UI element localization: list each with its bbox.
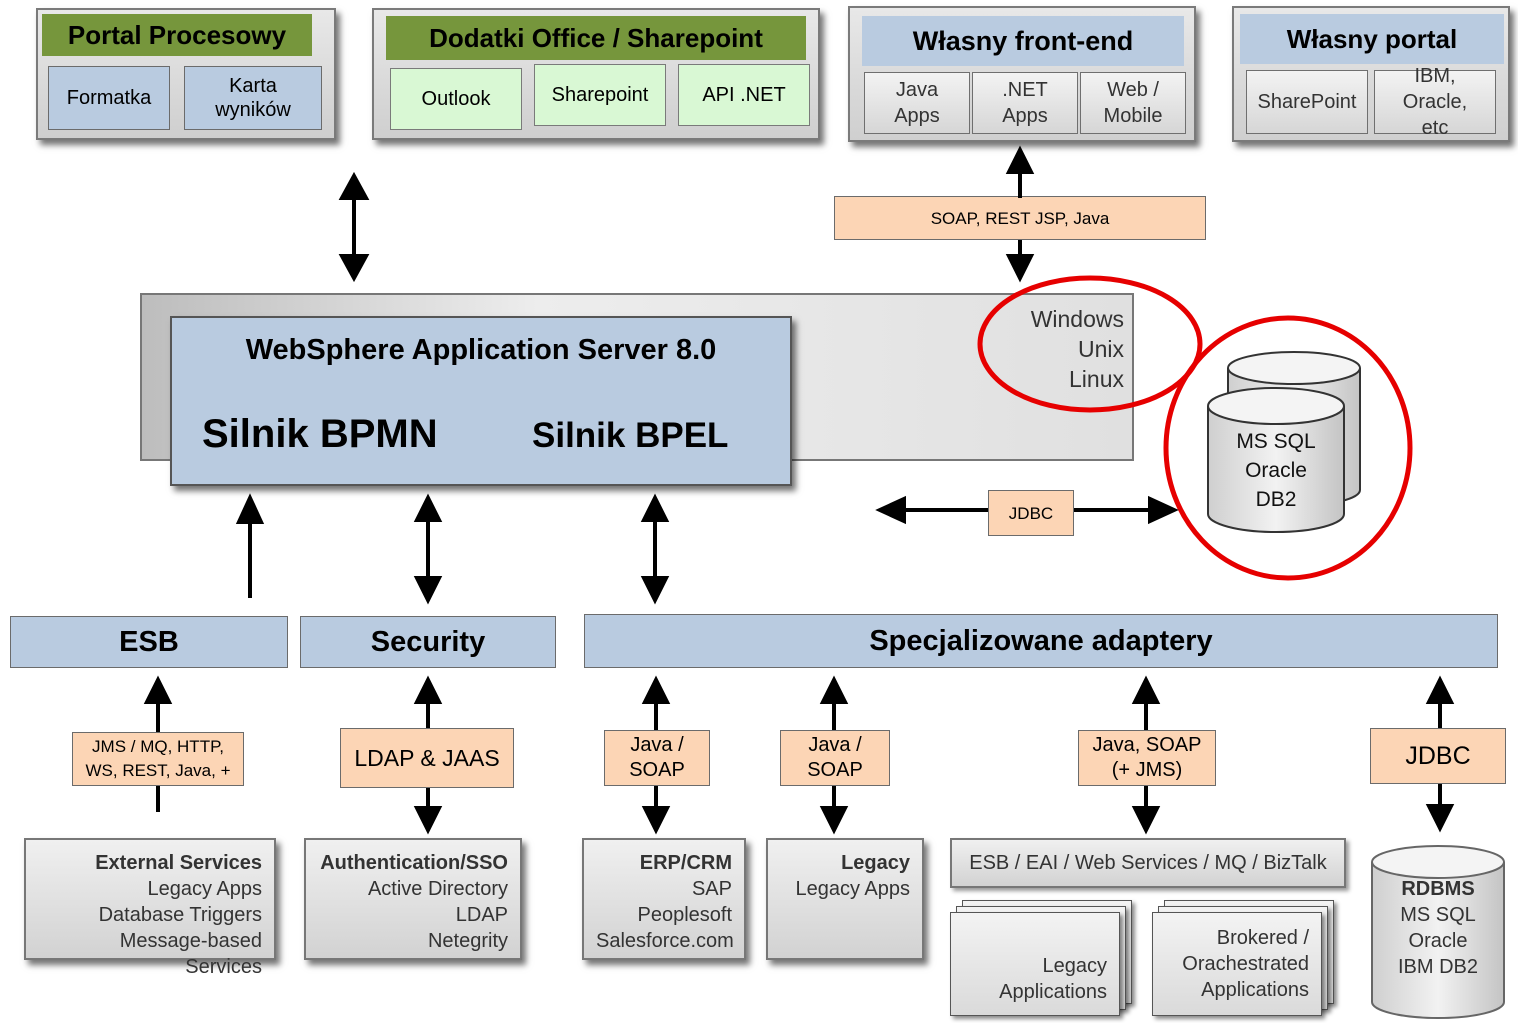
os-linux: Linux [1069,366,1124,392]
sharepoint-portal-box: SharePoint [1246,70,1368,134]
erp-crm-box: ERP/CRM SAP Peoplesoft Salesforce.com [582,838,746,960]
legacy-box: Legacy Legacy Apps [766,838,924,960]
portal-procesowy-title: Portal Procesowy [42,14,312,56]
wlasny-frontend-panel: Własny front-end Java Apps .NET Apps Web… [848,6,1196,142]
rdbms-line-1: MS SQL [1400,904,1476,926]
esb-bar: ESB [10,616,288,668]
auth-line-3: Netegrity [427,930,508,952]
jdbc-bottom: JDBC [1370,728,1506,784]
legacy-apps-stack-front: Legacy Applications [950,912,1120,1016]
wlasny-portal-title: Własny portal [1240,14,1504,64]
frontend-protocol-box: SOAP, REST JSP, Java [834,196,1206,240]
brokered-apps-label: Brokered / Orachestrated Applications [1182,927,1309,1001]
formatka-box: Formatka [48,66,170,130]
net-apps-box: .NET Apps [972,72,1078,134]
db-db2: DB2 [1255,488,1297,511]
auth-line-1: Active Directory [367,878,508,900]
wlasny-portal-panel: Własny portal SharePoint IBM, Oracle, et… [1232,6,1510,142]
outlook-box: Outlook [390,68,522,130]
java-apps-box: Java Apps [864,72,970,134]
wlasny-frontend-title: Własny front-end [862,16,1184,66]
dodatki-office-title: Dodatki Office / Sharepoint [386,16,806,60]
java-soap-jms: Java, SOAP (+ JMS) [1078,730,1216,786]
brokered-stack-front: Brokered / Orachestrated Applications [1152,912,1322,1016]
websphere-box: WebSphere Application Server 8.0 Silnik … [170,316,792,486]
external-services-title: External Services [95,852,262,874]
esb-eai-bar: ESB / EAI / Web Services / MQ / BizTalk [950,838,1346,888]
dodatki-office-panel: Dodatki Office / Sharepoint Outlook Shar… [372,8,820,140]
java-soap-2: Java / SOAP [780,730,890,786]
authentication-box: Authentication/SSO Active Directory LDAP… [304,838,522,960]
external-line-3: Message-based Services [119,930,262,978]
web-mobile-box: Web / Mobile [1080,72,1186,134]
legacy-apps-label: Legacy Applications [999,955,1107,1003]
erp-title: ERP/CRM [639,852,732,874]
adapters-bar: Specjalizowane adaptery [584,614,1498,668]
sharepoint-addon-box: Sharepoint [534,64,666,126]
db-mssql: MS SQL [1236,430,1316,453]
external-services-box: External Services Legacy Apps Database T… [24,838,276,978]
esb-protocols: JMS / MQ, HTTP, WS, REST, Java, + [72,732,244,786]
security-bar: Security [300,616,556,668]
auth-line-2: LDAP [455,904,508,926]
os-unix: Unix [1077,336,1124,362]
external-line-2: Database Triggers [98,904,262,926]
legacy-title: Legacy [841,852,910,874]
erp-line-1: SAP [691,878,732,900]
database-label: MS SQL Oracle DB2 [1208,427,1344,514]
java-soap-1: Java / SOAP [604,730,710,786]
auth-title: Authentication/SSO [320,852,508,874]
jdbc-db-link: JDBC [988,490,1074,536]
silnik-bpel: Silnik BPEL [532,416,729,455]
legacy-line-1: Legacy Apps [795,878,910,900]
external-line-1: Legacy Apps [147,878,262,900]
erp-line-2: Peoplesoft [637,904,732,926]
ldap-jaas: LDAP & JAAS [340,728,514,788]
rdbms-line-2: Oracle [1408,930,1468,952]
os-list: Windows Unix Linux [980,304,1124,394]
rdbms-label: RDBMS MS SQL Oracle IBM DB2 [1376,876,1500,980]
ibm-oracle-box: IBM, Oracle, etc [1374,65,1496,139]
portal-procesowy-panel: Portal Procesowy Formatka Karta wyników [36,8,336,140]
rdbms-line-3: IBM DB2 [1397,956,1479,978]
websphere-title: WebSphere Application Server 8.0 [245,334,717,366]
db-oracle: Oracle [1245,459,1307,482]
rdbms-title: RDBMS [1401,878,1475,900]
silnik-bpmn: Silnik BPMN [202,412,438,456]
os-windows: Windows [1030,306,1124,332]
api-net-box: API .NET [678,64,810,126]
karta-wynikow-box: Karta wyników [184,66,322,130]
erp-line-3: Salesforce.com [596,930,734,952]
